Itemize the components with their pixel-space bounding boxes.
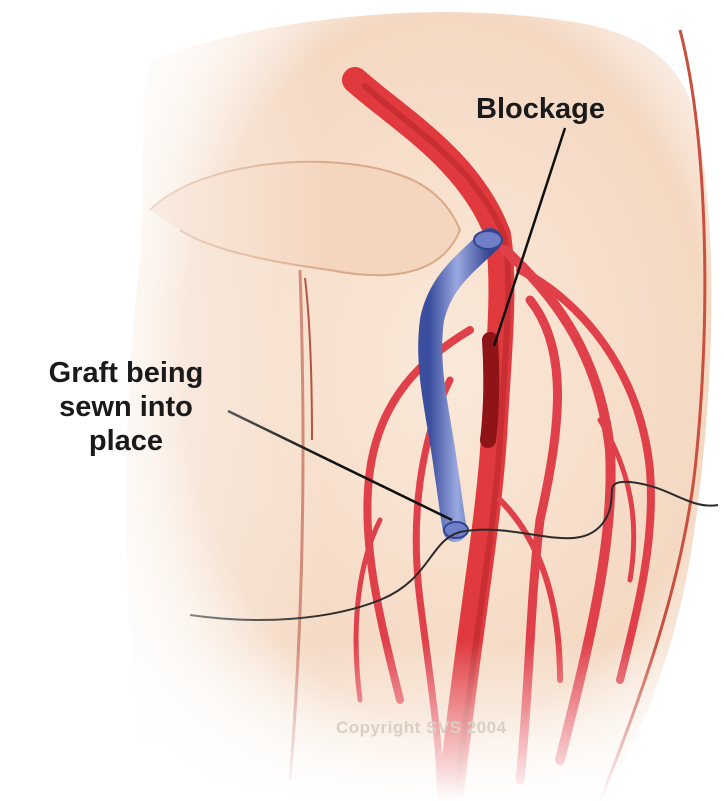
graft-label-line-3: place — [10, 424, 242, 458]
graft-label: Graft being sewn into place — [10, 356, 242, 458]
blockage-label: Blockage — [476, 92, 605, 126]
graft-label-line-2: sewn into — [10, 390, 242, 424]
copyright-watermark: Copyright SVS 2004 — [336, 718, 507, 738]
graft-label-line-1: Graft being — [10, 356, 242, 390]
